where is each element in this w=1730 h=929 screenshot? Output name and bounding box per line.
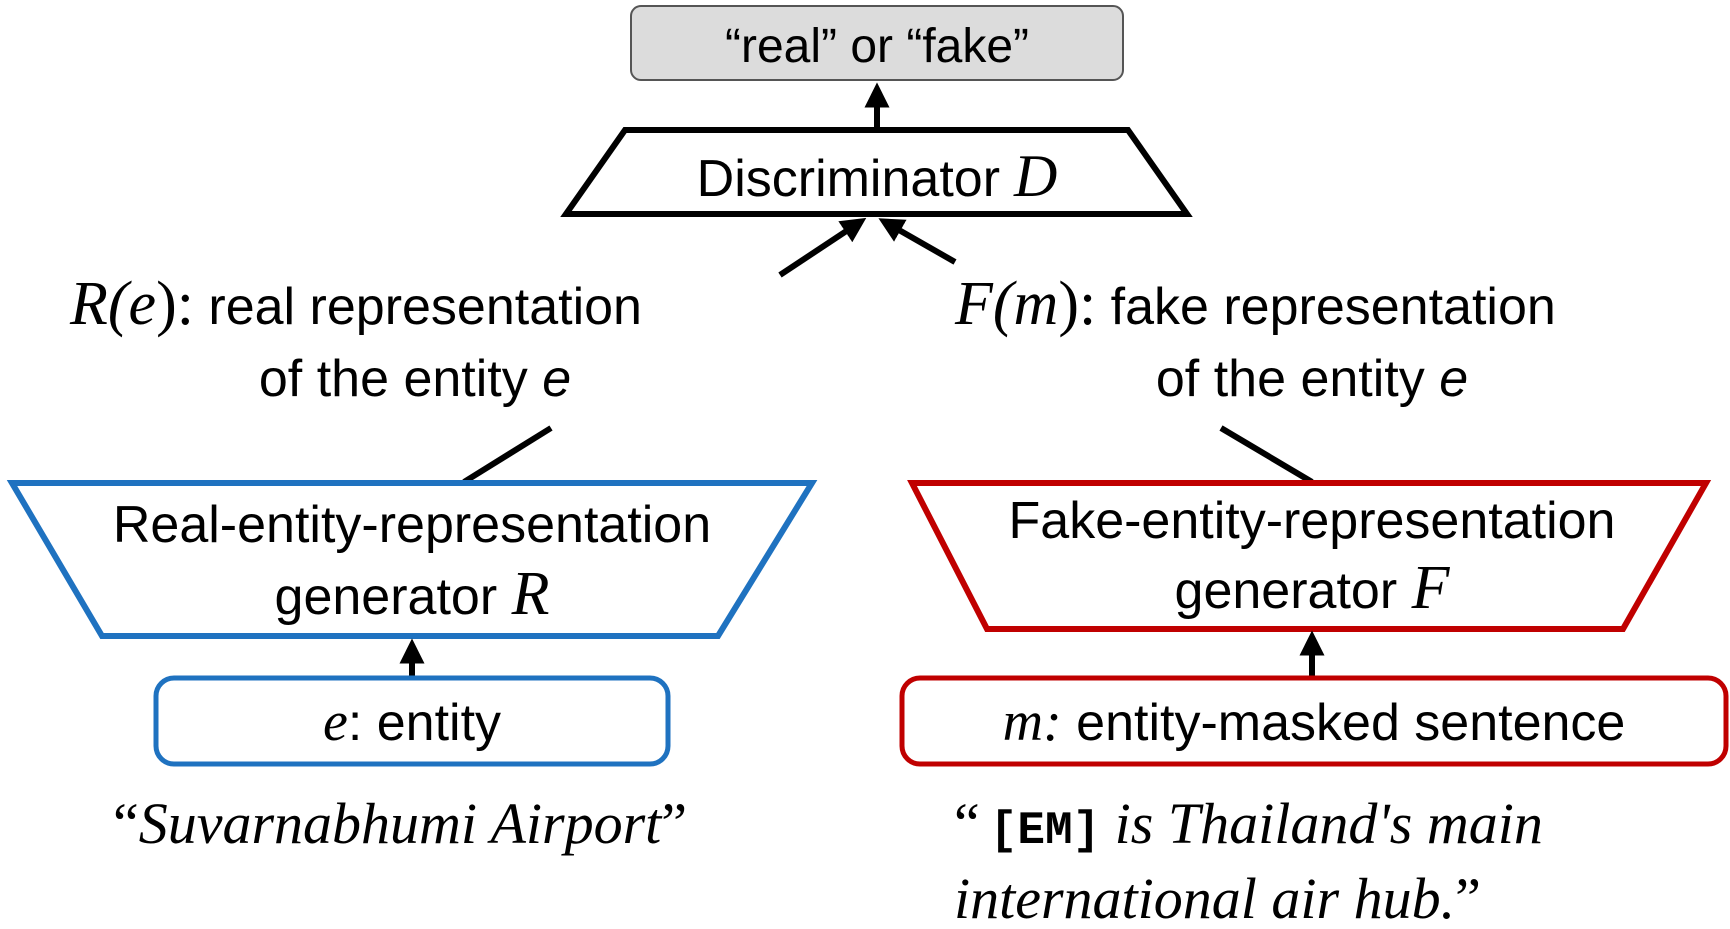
discriminator-shape bbox=[560, 127, 1193, 217]
fake-representation-line1: F(m): fake representation bbox=[954, 270, 1556, 338]
fake-generator-line2: generator F bbox=[1175, 554, 1451, 622]
connector-real-generator bbox=[462, 425, 553, 485]
fake-generator-shape bbox=[907, 480, 1712, 632]
connector-fake-generator bbox=[1219, 425, 1314, 485]
output-label: “real” or “fake” bbox=[725, 20, 1029, 73]
real-representation-line2: of the entity e bbox=[259, 350, 571, 408]
real-example-text: “Suvarnabhumi Airport” bbox=[113, 791, 687, 856]
real-generator-line2: generator R bbox=[275, 560, 550, 628]
fake-example-line2: international air hub.” bbox=[954, 866, 1481, 929]
arrow-real-to-discriminator bbox=[778, 217, 867, 278]
entity-input-box bbox=[153, 675, 671, 767]
entity-input-label: e: entity bbox=[323, 691, 501, 753]
arrow-fake-to-discriminator bbox=[878, 218, 957, 265]
output-box bbox=[630, 5, 1124, 81]
fake-example-line1: “[EM] is Thailand's main bbox=[954, 791, 1543, 857]
masked-sentence-input-label: m: entity-masked sentence bbox=[1003, 691, 1626, 753]
real-generator-line1: Real-entity-representation bbox=[113, 496, 711, 554]
real-generator-shape bbox=[6, 480, 818, 639]
fake-generator-line1: Fake-entity-representation bbox=[1009, 492, 1616, 550]
fake-representation-line2: of the entity e bbox=[1156, 350, 1468, 408]
real-representation-line1: R(e): real representation bbox=[69, 270, 642, 338]
masked-sentence-input-box bbox=[899, 675, 1729, 767]
